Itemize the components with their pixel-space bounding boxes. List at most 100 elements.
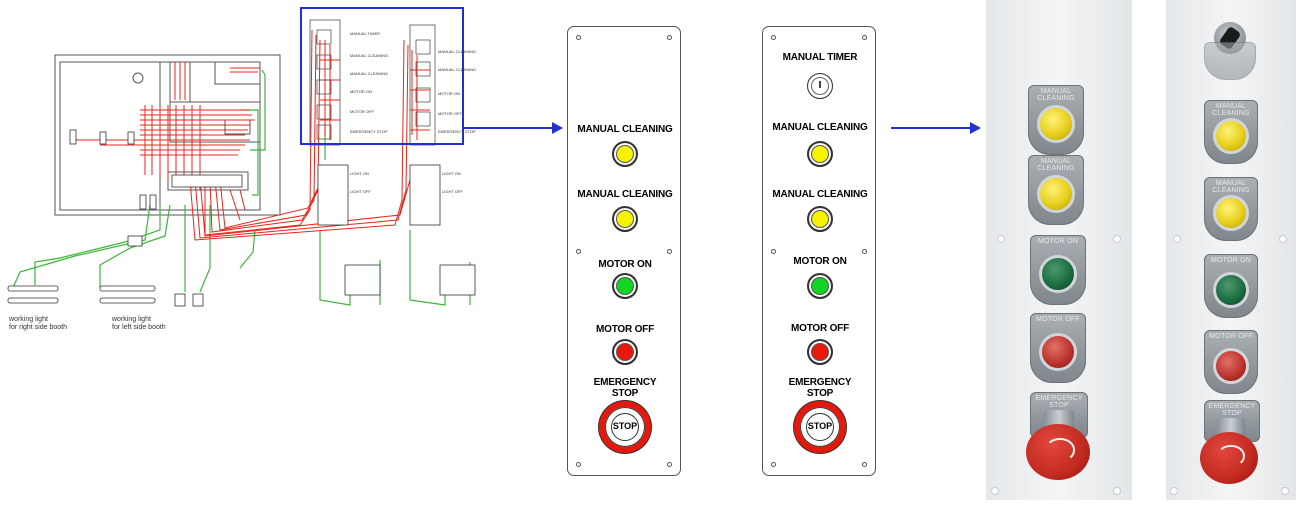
drawn-panel-b: MANUAL TIMER I MANUAL CLEANING MANUAL CL… xyxy=(762,26,876,476)
screw-icon xyxy=(771,249,776,254)
label-manual-cleaning: MANUAL CLEANING xyxy=(772,122,868,133)
motor-off-button[interactable] xyxy=(1039,333,1077,371)
label-motor-off: MOTOR OFF xyxy=(790,323,849,334)
screw-icon xyxy=(576,249,581,254)
mount-hole-icon xyxy=(1174,236,1180,242)
tag-motor-on: MOTOR ON xyxy=(1211,257,1251,264)
label-right-motor-off: MOTOR OFF xyxy=(438,111,462,116)
label-manual-cleaning: MANUAL CLEANING xyxy=(577,124,673,135)
bezel-motor-on: MOTOR ON xyxy=(1204,254,1258,318)
manual-cleaning-lamp-1[interactable] xyxy=(612,141,638,167)
label-manual-timer: MANUAL TIMER xyxy=(782,52,858,63)
label-right-manual-cleaning-2: MANUAL CLEANING xyxy=(438,67,477,72)
label-motor-on: MOTOR ON xyxy=(793,256,847,267)
label-light-on-2: LIGHT ON xyxy=(442,171,461,176)
mount-hole-icon xyxy=(1114,488,1120,494)
mount-hole-icon xyxy=(1114,236,1120,242)
motor-on-button[interactable] xyxy=(1213,272,1249,308)
label-right-emergency-stop: EMERGENCY STOP xyxy=(438,129,476,134)
label-emergency-stop: EMERGENCY STOP xyxy=(788,377,852,399)
drawn-panel-a: MANUAL CLEANING MANUAL CLEANING MOTOR ON… xyxy=(567,26,681,476)
bezel-key-switch xyxy=(1204,42,1256,80)
stop-label: STOP xyxy=(806,413,834,441)
bezel-motor-on: MOTOR ON xyxy=(1030,235,1086,305)
label-right-booth: working light for right side booth xyxy=(9,316,67,331)
label-light-on-1: LIGHT ON xyxy=(350,171,369,176)
mount-hole-icon xyxy=(1282,488,1288,494)
emergency-stop-button[interactable]: STOP xyxy=(794,401,846,453)
tag-motor-on: MOTOR ON xyxy=(1038,238,1078,245)
label-light-off-1: LIGHT OFF xyxy=(350,189,371,194)
tag-motor-off: MOTOR OFF xyxy=(1036,316,1080,323)
manual-cleaning-lamp-2[interactable] xyxy=(612,206,638,232)
motor-on-lamp[interactable] xyxy=(807,273,833,299)
motor-on-button[interactable] xyxy=(1039,255,1077,293)
label-manual-cleaning: MANUAL CLEANING xyxy=(577,189,673,200)
wiring-diagram xyxy=(7,7,476,307)
twist-release-arrow-icon xyxy=(1217,445,1245,468)
screw-icon xyxy=(576,35,581,40)
screw-icon xyxy=(667,249,672,254)
mount-hole-icon xyxy=(1171,488,1177,494)
label-motor-on: MOTOR ON xyxy=(598,259,652,270)
bezel-manual-cleaning-2: MANUAL CLEANING xyxy=(1028,155,1084,225)
label-emergency-stop: EMERGENCY STOP xyxy=(593,377,657,399)
screw-icon xyxy=(576,462,581,467)
arrow-right-icon xyxy=(463,122,563,134)
manual-cleaning-button-1[interactable] xyxy=(1213,118,1249,154)
tag-emergency-stop: EMERGENCY STOP xyxy=(1208,403,1256,417)
mount-hole-icon xyxy=(998,236,1004,242)
manual-timer-button[interactable]: I xyxy=(807,73,833,99)
manual-cleaning-button-2[interactable] xyxy=(1213,195,1249,231)
screw-icon xyxy=(862,249,867,254)
screw-icon xyxy=(771,35,776,40)
tag-manual-cleaning: MANUAL CLEANING xyxy=(1037,88,1075,102)
motor-off-button[interactable] xyxy=(1213,348,1249,384)
label-light-off-2: LIGHT OFF xyxy=(442,189,463,194)
label-motor-off: MOTOR OFF xyxy=(350,109,374,114)
bezel-manual-cleaning-1: MANUAL CLEANING xyxy=(1028,85,1084,155)
bezel-motor-off: MOTOR OFF xyxy=(1030,313,1086,383)
screw-icon xyxy=(862,462,867,467)
label-motor-off: MOTOR OFF xyxy=(595,324,654,335)
right-button-station xyxy=(409,24,436,146)
photo-panel-b: MANUAL CLEANING MANUAL CLEANING MOTOR ON… xyxy=(1166,0,1296,500)
manual-cleaning-lamp-2[interactable] xyxy=(807,206,833,232)
highlight-box xyxy=(300,7,464,145)
stop-label: STOP xyxy=(611,413,639,441)
bezel-motor-off: MOTOR OFF xyxy=(1204,330,1258,394)
manual-cleaning-button-1[interactable] xyxy=(1037,105,1075,143)
emergency-stop-mushroom-button[interactable] xyxy=(1200,432,1258,484)
screw-icon xyxy=(771,462,776,467)
tag-manual-cleaning: MANUAL CLEANING xyxy=(1212,103,1250,117)
label-left-booth: working light for left side booth xyxy=(112,316,166,331)
ground-wiring xyxy=(11,69,471,306)
screw-icon xyxy=(862,35,867,40)
tag-emergency-stop: EMERGENCY STOP xyxy=(1035,395,1083,409)
tag-manual-cleaning: MANUAL CLEANING xyxy=(1212,180,1250,194)
label-manual-cleaning-2: MANUAL CLEANING xyxy=(350,71,389,76)
tag-motor-off: MOTOR OFF xyxy=(1209,333,1253,340)
motor-off-lamp[interactable] xyxy=(807,339,833,365)
manual-cleaning-lamp-1[interactable] xyxy=(807,141,833,167)
motor-on-lamp[interactable] xyxy=(612,273,638,299)
arrow-right-icon xyxy=(891,122,981,134)
emergency-stop-button[interactable]: STOP xyxy=(599,401,651,453)
screw-icon xyxy=(667,35,672,40)
emergency-stop-mushroom-button[interactable] xyxy=(1026,424,1090,480)
manual-cleaning-button-2[interactable] xyxy=(1037,175,1075,213)
bezel-manual-cleaning-2: MANUAL CLEANING xyxy=(1204,177,1258,241)
component-symbols xyxy=(7,129,476,307)
motor-off-lamp[interactable] xyxy=(612,339,638,365)
photo-panel-a: MANUAL CLEANING MANUAL CLEANING MOTOR ON… xyxy=(986,0,1132,500)
label-manual-cleaning-1: MANUAL CLEANING xyxy=(350,53,389,58)
tag-manual-cleaning: MANUAL CLEANING xyxy=(1037,158,1075,172)
label-manual-timer: MANUAL TIMER xyxy=(350,31,381,36)
label-motor-on: MOTOR ON xyxy=(350,89,372,94)
bezel-manual-cleaning-1: MANUAL CLEANING xyxy=(1204,100,1258,164)
label-right-motor-on: MOTOR ON xyxy=(438,91,460,96)
label-emergency-stop: EMERGENCY STOP xyxy=(350,129,388,134)
screw-icon xyxy=(667,462,672,467)
label-manual-cleaning: MANUAL CLEANING xyxy=(772,189,868,200)
mount-hole-icon xyxy=(1280,236,1286,242)
